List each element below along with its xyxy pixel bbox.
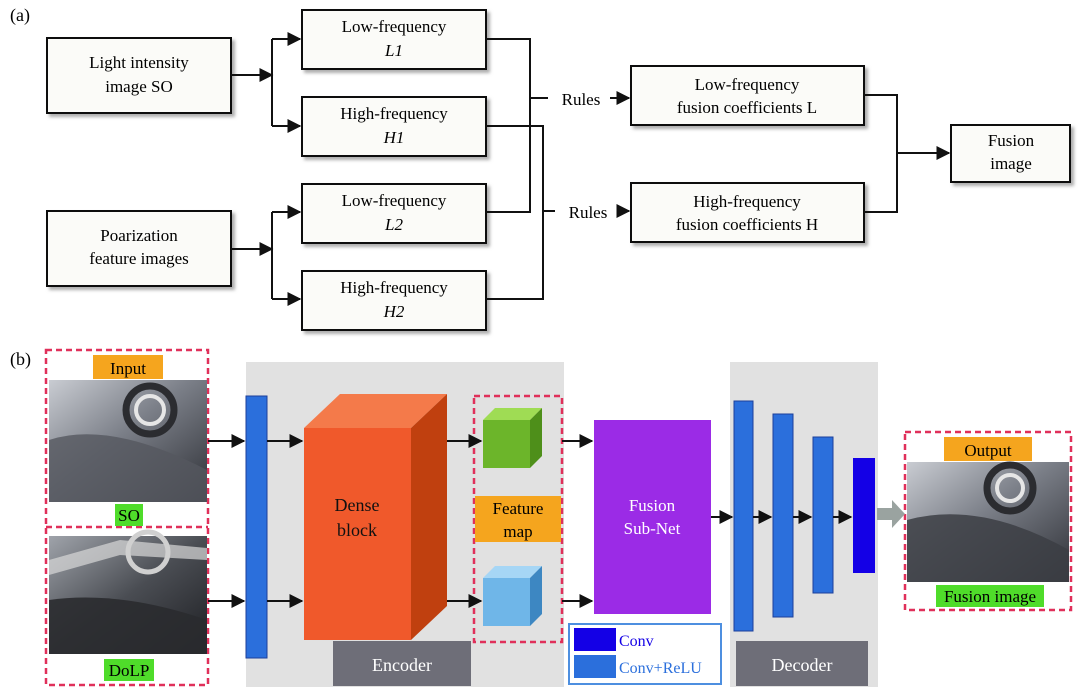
rules-2-label: Rules	[569, 203, 608, 222]
input-label: Input	[110, 359, 146, 378]
feature-map-tag	[475, 496, 561, 542]
lfc-line1: Low-frequency	[695, 75, 800, 94]
decoder-footer	[736, 641, 868, 686]
lf1-sub: L1	[384, 41, 403, 60]
lf2-label: Low-frequency	[342, 191, 447, 210]
decoder-output-conv	[853, 458, 875, 573]
panel-b-label: (b)	[10, 349, 31, 370]
source-pf-line1: Poarization	[100, 226, 178, 245]
output-dashed-box	[903, 430, 1073, 612]
fusion-image-label: Fusion image	[944, 587, 1036, 606]
legend-conv-label: Conv	[619, 633, 654, 650]
encoder-footer	[333, 641, 471, 686]
dense-label-line1: Dense	[335, 495, 380, 515]
high-merge-line	[486, 125, 544, 300]
dolp-label: DoLP	[109, 661, 150, 680]
decoder-layer-1	[733, 400, 754, 632]
fusion-line1: Fusion	[988, 131, 1035, 150]
so-tag	[115, 504, 143, 526]
coef-merge-line	[864, 94, 898, 213]
output-label: Output	[964, 441, 1012, 460]
fusion-subnet-block	[594, 420, 711, 614]
dense-label-line2: block	[337, 520, 377, 540]
legend-conv-relu-swatch	[574, 655, 616, 678]
output-tag	[944, 437, 1032, 461]
hfc-line2: fusion coefficients H	[676, 215, 818, 234]
panel-a-label: (a)	[10, 5, 30, 26]
low-frequency-coefficients-box	[630, 65, 865, 126]
dolp-image	[49, 529, 207, 654]
input-tag	[93, 355, 163, 379]
legend-conv-swatch	[574, 628, 616, 651]
source-polarization-box	[46, 210, 232, 287]
hf2-label: High-frequency	[340, 278, 448, 297]
source-light-intensity-box	[46, 37, 232, 114]
so-label: SO	[118, 506, 140, 525]
dolp-tag	[104, 659, 154, 681]
feature-cube-blue	[483, 566, 542, 626]
fusion-subnet-line2: Sub-Net	[624, 519, 681, 538]
fusion-output-image	[907, 461, 1069, 582]
feature-map-dashed-box	[472, 394, 564, 644]
feature-label-line2: map	[503, 522, 532, 541]
decoder-layer-2	[772, 413, 794, 618]
source-si-line1: Light intensity	[89, 53, 189, 72]
legend-conv-relu-label: Conv+ReLU	[619, 660, 702, 677]
feature-cube-green	[483, 408, 542, 468]
decoder-label: Decoder	[772, 655, 833, 675]
hf2-sub: H2	[383, 302, 405, 321]
lf2-sub: L2	[384, 215, 403, 234]
low-frequency-l1-box	[301, 9, 487, 70]
fusion-line2: image	[990, 154, 1032, 173]
high-frequency-h2-box	[301, 270, 487, 331]
lfc-line2: fusion coefficients L	[677, 98, 817, 117]
encoder-conv-relu-layer	[245, 395, 268, 659]
hf1-sub: H1	[383, 128, 405, 147]
fusion-image-box	[950, 124, 1071, 183]
fusion-subnet-line1: Fusion	[629, 496, 676, 515]
source-si-line2: image SO	[105, 77, 173, 96]
so-image	[49, 380, 207, 502]
input-dashed-box	[44, 348, 210, 687]
hfc-line1: High-frequency	[693, 192, 801, 211]
feature-label-line1: Feature	[493, 499, 544, 518]
low-frequency-l2-box	[301, 183, 487, 244]
decoder-to-output-arrow	[877, 500, 905, 528]
hf1-label: High-frequency	[340, 104, 448, 123]
rules-1-label: Rules	[562, 90, 601, 109]
high-frequency-coefficients-box	[630, 182, 865, 243]
dense-block	[304, 394, 447, 640]
high-frequency-h1-box	[301, 96, 487, 157]
decoder-layer-3	[812, 436, 834, 594]
fusion-image-tag	[936, 585, 1044, 607]
source-pf-line2: feature images	[89, 249, 189, 268]
encoder-label: Encoder	[372, 655, 432, 675]
lf1-label: Low-frequency	[342, 17, 447, 36]
